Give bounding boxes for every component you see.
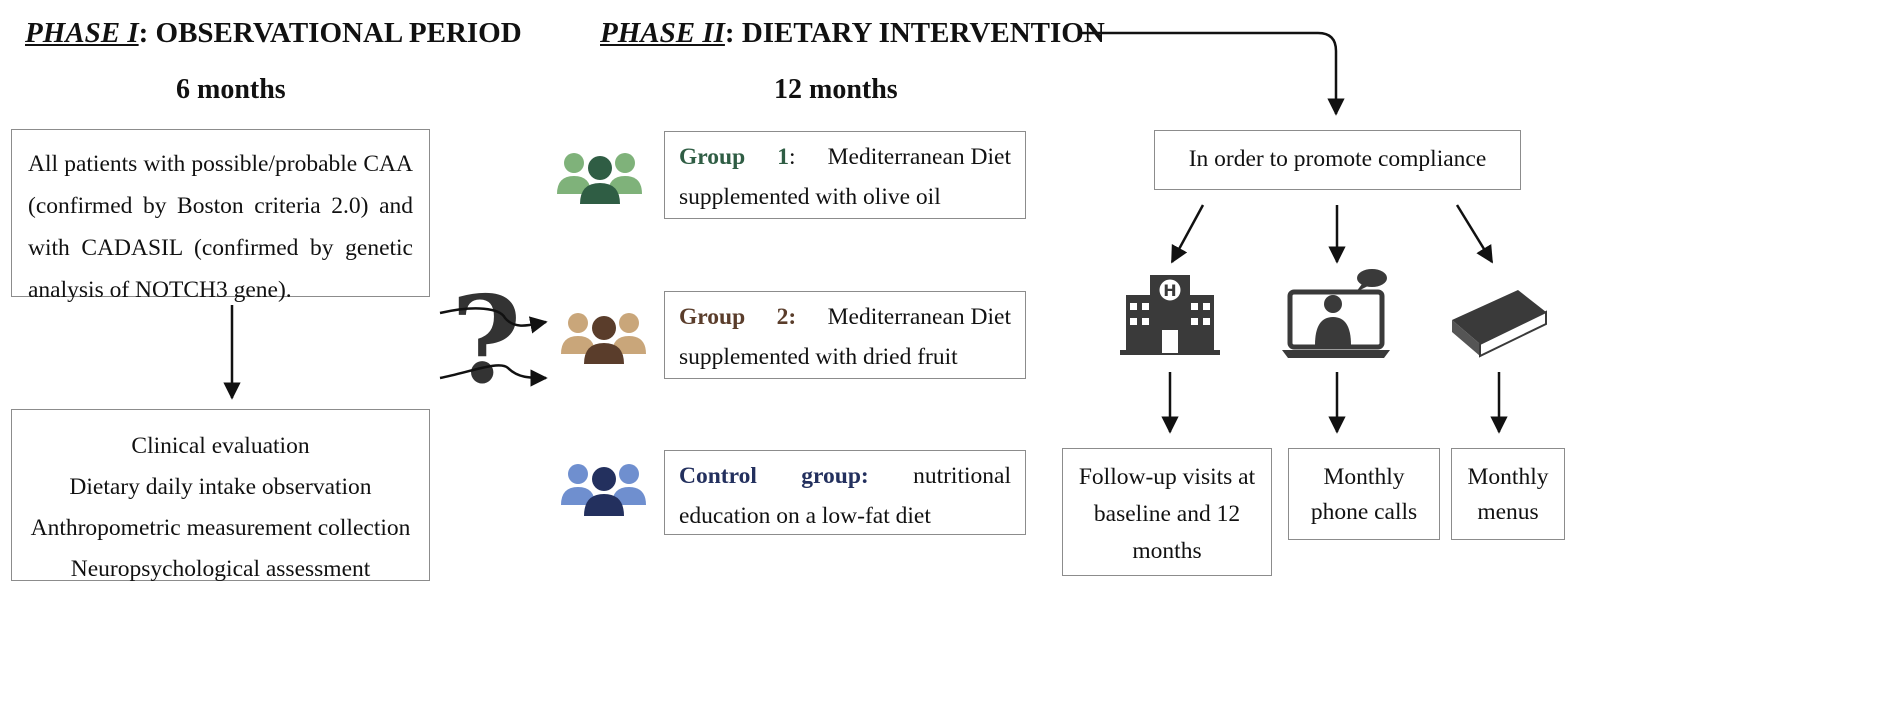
group1-supplement: supplemented with olive oil (679, 184, 941, 210)
group2-supplement: supplemented with dried fruit (679, 344, 958, 370)
menus-line: menus (1477, 499, 1539, 525)
arrow-random-upper (439, 307, 548, 334)
followup-line: Follow-up visits at (1078, 464, 1256, 490)
control-group-box: Control group: nutritional education on a … (664, 450, 1026, 535)
group2-name: Group (679, 304, 746, 330)
phase2-label: PHASE II (600, 17, 725, 49)
evaluation-item: Anthropometric measurement collection (30, 515, 411, 541)
phone-line: phone calls (1310, 499, 1418, 525)
group1-people-icon (557, 153, 642, 204)
evaluation-item: Clinical evaluation (131, 433, 310, 459)
evaluation-item: Neuropsychological assessment (70, 556, 371, 582)
group2-people-icon (561, 313, 646, 364)
criteria-line: with CADASIL (confirmed by genetic (28, 235, 413, 261)
group1-number: 1 (777, 144, 790, 170)
phase1-label: PHASE I (25, 17, 139, 49)
followup-line: months (1132, 538, 1202, 564)
phase2-title-text: : DIETARY INTERVENTION (724, 17, 1105, 49)
followup-line: baseline and 12 (1093, 501, 1241, 527)
arrow-to-book (1455, 204, 1494, 264)
control-name: Control (679, 463, 757, 489)
question-mark-icon: ? (451, 270, 522, 411)
phase1-title: PHASE I: OBSERVATIONAL PERIOD (25, 17, 522, 50)
evaluation-box: Clinical evaluation Dietary daily intake… (11, 409, 430, 582)
laptop-doctor-icon (1282, 269, 1390, 358)
hospital-icon: H (1120, 275, 1220, 355)
criteria-line: analysis of NOTCH3 gene). (28, 277, 292, 303)
group1-diet: Mediterranean Diet (827, 144, 1011, 170)
arrow-random-lower (439, 364, 548, 387)
arrow-title-to-compliance (1082, 31, 1345, 116)
group1-name: Group (679, 144, 746, 170)
menus-box: Monthly menus (1451, 448, 1565, 540)
phase1-title-text: : OBSERVATIONAL PERIOD (138, 17, 522, 49)
phase1-duration: 6 months (176, 74, 286, 105)
compliance-header-box: In order to promote compliance (1154, 130, 1521, 190)
compliance-header: In order to promote compliance (1188, 146, 1487, 172)
inclusion-criteria-box: All patients with possible/probable CAA … (11, 129, 430, 303)
control-diet: nutritional (913, 463, 1011, 489)
group2-number: 2 (776, 304, 789, 330)
phone-calls-box: Monthly phone calls (1288, 448, 1440, 540)
followup-box: Follow-up visits at baseline and 12 mont… (1062, 448, 1272, 576)
criteria-line: All patients with possible/probable CAA (28, 151, 413, 177)
control-group-word: group: (801, 463, 869, 489)
group2-diet: Mediterranean Diet (827, 304, 1011, 330)
control-people-icon (561, 464, 646, 516)
phone-line: Monthly (1323, 464, 1405, 490)
criteria-line: (confirmed by Boston criteria 2.0) and (28, 193, 413, 219)
arrow-to-hospital (1170, 204, 1205, 264)
evaluation-item: Dietary daily intake observation (69, 474, 372, 500)
control-education: education on a low-fat diet (679, 503, 931, 529)
menus-line: Monthly (1467, 464, 1549, 490)
book-icon (1452, 290, 1547, 358)
svg-text:H: H (1163, 281, 1176, 300)
phase2-duration: 12 months (774, 74, 898, 105)
phase2-title: PHASE II: DIETARY INTERVENTION (600, 17, 1105, 50)
